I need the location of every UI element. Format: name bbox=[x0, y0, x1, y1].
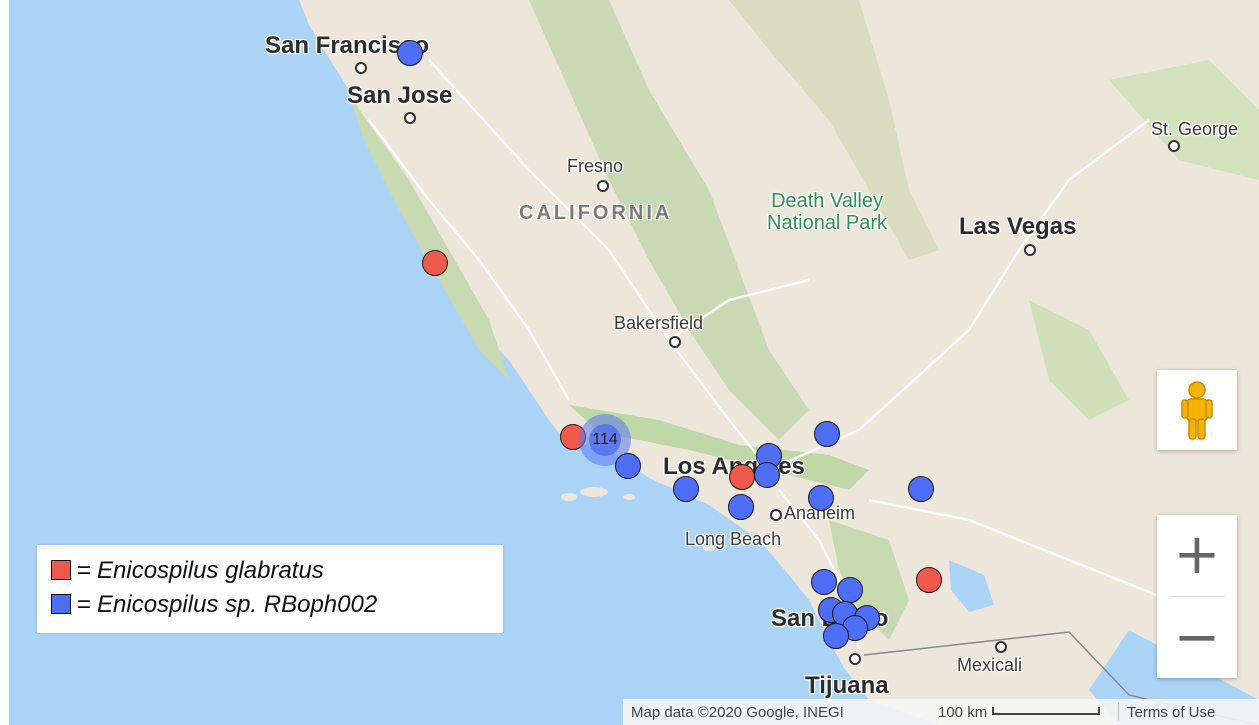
marker-cluster-count: 114 bbox=[592, 431, 618, 448]
zoom-in-button[interactable]: + bbox=[1173, 522, 1221, 587]
specimen-marker-blue[interactable] bbox=[728, 494, 754, 520]
species-legend: =Enicospilus glabratus =Enicospilus sp. … bbox=[37, 545, 503, 633]
specimen-marker-blue[interactable] bbox=[823, 623, 849, 649]
label-long-beach: Long Beach bbox=[685, 529, 782, 549]
label-san-jose: San Jose bbox=[347, 82, 453, 109]
specimen-marker-blue[interactable] bbox=[754, 462, 780, 488]
map-attribution: Map data ©2020 Google, INEGI bbox=[631, 704, 844, 721]
legend-equals: = bbox=[77, 557, 92, 584]
city-dot-tijuana bbox=[849, 653, 861, 665]
zoom-control: + − bbox=[1157, 515, 1237, 678]
specimen-marker-blue[interactable] bbox=[397, 40, 423, 66]
label-death-valley: Death Valley National Park bbox=[767, 190, 887, 234]
label-anaheim: Anaheim bbox=[784, 503, 856, 523]
specimen-marker-red[interactable] bbox=[916, 567, 942, 593]
city-dot-fresno bbox=[597, 180, 609, 192]
city-dot-san-francisco bbox=[355, 62, 367, 74]
zoom-divider bbox=[1169, 596, 1225, 597]
legend-item: =Enicospilus glabratus bbox=[51, 557, 324, 585]
label-california: CALIFORNIA bbox=[519, 202, 673, 224]
city-dot-st-george bbox=[1168, 140, 1180, 152]
pegman-icon bbox=[1181, 381, 1213, 440]
marker-cluster-core bbox=[589, 424, 621, 456]
specimen-marker-blue[interactable] bbox=[808, 485, 834, 511]
label-mexicali: Mexicali bbox=[957, 655, 1023, 675]
label-fresno: Fresno bbox=[567, 156, 624, 176]
specimen-marker-blue[interactable] bbox=[908, 476, 934, 502]
map-footer: Map data ©2020 Google, INEGI 100 km Term… bbox=[623, 699, 1259, 725]
legend-equals: = bbox=[77, 591, 92, 618]
footer-divider bbox=[1118, 703, 1119, 721]
legend-swatch-red bbox=[51, 560, 71, 580]
label-st-george: St. George bbox=[1151, 119, 1239, 139]
specimen-marker-blue[interactable] bbox=[837, 577, 863, 603]
legend-label: Enicospilus sp. RBoph002 bbox=[97, 591, 378, 618]
specimen-marker-blue[interactable] bbox=[814, 421, 840, 447]
city-dot-san-jose bbox=[404, 112, 416, 124]
legend-label: Enicospilus glabratus bbox=[97, 557, 324, 584]
legend-swatch-blue bbox=[51, 594, 71, 614]
specimen-marker-blue[interactable] bbox=[615, 453, 641, 479]
scale-bar bbox=[992, 707, 1100, 715]
label-death-valley-line1: Death Valley bbox=[771, 190, 883, 212]
street-view-pegman-button[interactable] bbox=[1157, 370, 1237, 450]
label-tijuana: Tijuana bbox=[805, 672, 889, 699]
city-dot-bakersfield bbox=[669, 336, 681, 348]
specimen-marker-red[interactable] bbox=[422, 250, 448, 276]
specimen-marker-blue[interactable] bbox=[811, 569, 837, 595]
map-view[interactable]: San Francisco San Jose Fresno CALIFORNIA… bbox=[9, 0, 1259, 725]
city-dot-anaheim bbox=[770, 509, 782, 521]
city-dot-mexicali bbox=[995, 641, 1007, 653]
basemap bbox=[9, 0, 1259, 725]
zoom-out-button[interactable]: − bbox=[1173, 605, 1221, 670]
city-dot-las-vegas bbox=[1024, 244, 1036, 256]
specimen-marker-red[interactable] bbox=[729, 464, 755, 490]
scale-label: 100 km bbox=[938, 704, 988, 721]
label-bakersfield: Bakersfield bbox=[614, 313, 704, 333]
specimen-marker-blue[interactable] bbox=[673, 476, 699, 502]
label-death-valley-line2: National Park bbox=[767, 212, 888, 234]
terms-of-use-link[interactable]: Terms of Use bbox=[1127, 704, 1216, 721]
label-las-vegas: Las Vegas bbox=[959, 213, 1077, 240]
legend-item: =Enicospilus sp. RBoph002 bbox=[51, 591, 377, 619]
